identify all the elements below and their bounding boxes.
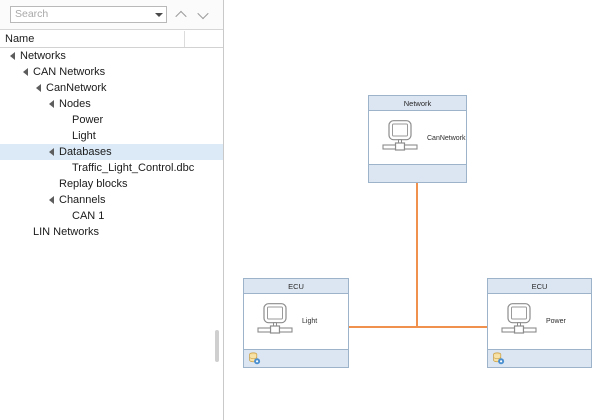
node-body: Power [488, 294, 591, 349]
tree-item-label: Networks [20, 50, 66, 62]
computer-icon [501, 303, 543, 338]
node-caption: CanNetwork [427, 135, 466, 142]
tree-item[interactable]: Channels [0, 192, 223, 208]
expander-spacer [45, 176, 58, 192]
tree-item[interactable]: Nodes [0, 96, 223, 112]
expander-collapse-icon[interactable] [45, 96, 58, 112]
chevron-down-icon[interactable] [194, 6, 211, 24]
node-footer [369, 164, 466, 182]
chevron-down-icon[interactable] [152, 7, 166, 22]
tree-item-label: CanNetwork [46, 82, 107, 94]
tree-item-label: Channels [59, 194, 106, 206]
tree-item[interactable]: Light [0, 128, 223, 144]
expander-spacer [58, 160, 71, 176]
column-header-spare [185, 31, 223, 47]
node-caption: Light [302, 318, 318, 325]
expander-collapse-icon[interactable] [45, 192, 58, 208]
tree-item-label: CAN 1 [72, 210, 105, 222]
ecu-power-node[interactable]: ECU Power [487, 278, 592, 368]
expander-spacer [58, 112, 71, 128]
expander-collapse-icon[interactable] [45, 144, 58, 160]
tree-item[interactable]: Replay blocks [0, 176, 223, 192]
tree-item-label: Databases [59, 146, 112, 158]
column-header-name[interactable]: Name [0, 31, 185, 47]
tree-item[interactable]: CanNetwork [0, 80, 223, 96]
search-input[interactable]: Search [15, 8, 49, 20]
node-header-label: ECU [488, 279, 591, 294]
node-body: Light [244, 294, 348, 349]
tree-item[interactable]: Networks [0, 48, 223, 64]
database-gear-icon[interactable] [248, 352, 261, 365]
tree-item[interactable]: CAN 1 [0, 208, 223, 224]
computer-icon [257, 303, 299, 338]
node-header-label: ECU [244, 279, 348, 294]
tree-item[interactable]: Power [0, 112, 223, 128]
node-footer [488, 349, 591, 367]
tree-item-label: Nodes [59, 98, 91, 110]
expander-spacer [58, 128, 71, 144]
expander-spacer [19, 224, 32, 240]
tree-item[interactable]: Databases [0, 144, 223, 160]
tree-item-label: CAN Networks [33, 66, 106, 78]
tree-item-label: Traffic_Light_Control.dbc [72, 162, 195, 174]
expander-collapse-icon[interactable] [32, 80, 45, 96]
ecu-light-node[interactable]: ECU Light [243, 278, 349, 368]
tree-vertical-scrollbar[interactable] [215, 330, 219, 362]
expander-collapse-icon[interactable] [6, 48, 19, 64]
tree-item-label: Replay blocks [59, 178, 128, 190]
tree-item[interactable]: LIN Networks [0, 224, 223, 240]
tree-item[interactable]: Traffic_Light_Control.dbc [0, 160, 223, 176]
node-body: CanNetwork [369, 111, 466, 164]
search-combobox[interactable]: Search [10, 6, 167, 23]
computer-icon [382, 120, 424, 155]
node-header-label: Network [369, 96, 466, 111]
expander-spacer [58, 208, 71, 224]
node-footer [244, 349, 348, 367]
search-toolbar: Search [0, 0, 223, 30]
tree-item[interactable]: CAN Networks [0, 64, 223, 80]
database-gear-icon[interactable] [492, 352, 505, 365]
tree-column-header: Name [0, 31, 223, 48]
expander-collapse-icon[interactable] [19, 64, 32, 80]
node-caption: Power [546, 318, 566, 325]
tree-item-label: Light [72, 130, 96, 142]
link-network-to-bus [416, 183, 418, 327]
tree-item-label: Power [72, 114, 104, 126]
tree-item-label: LIN Networks [33, 226, 100, 238]
chevron-up-icon[interactable] [172, 6, 189, 24]
link-bus-horizontal [349, 326, 487, 328]
